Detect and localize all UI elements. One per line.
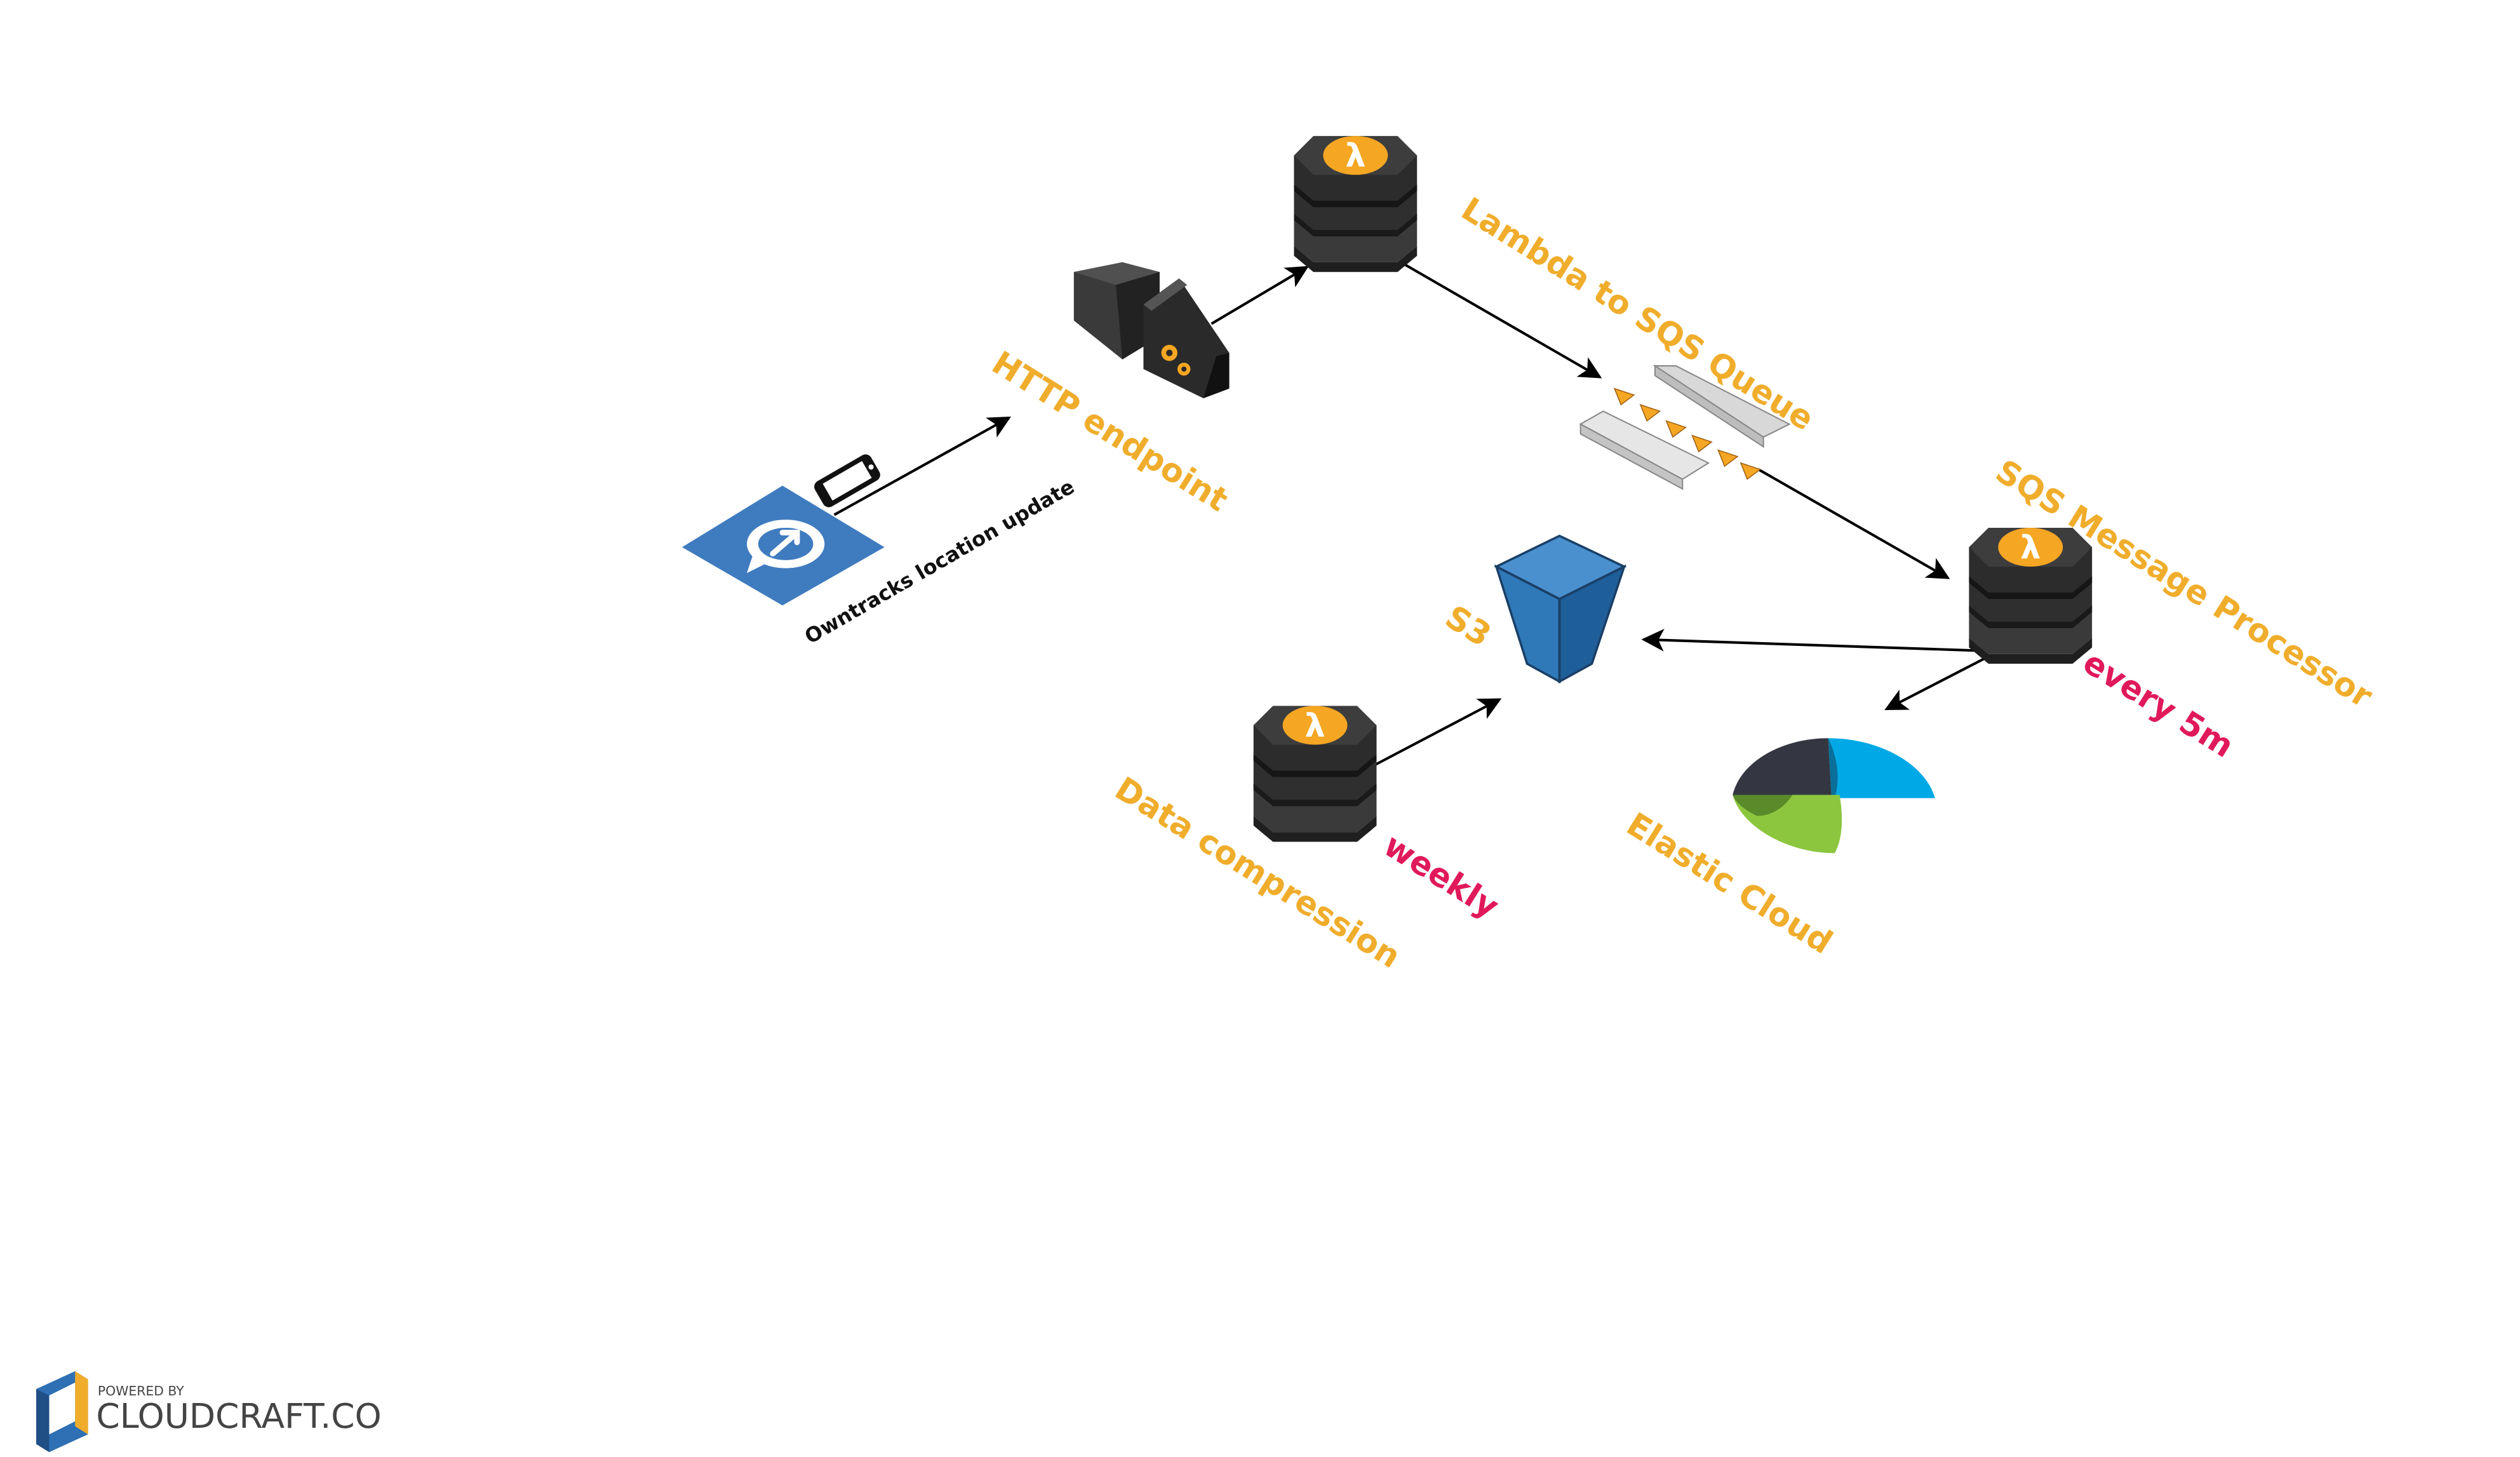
powered-by-text: POWERED BY xyxy=(98,1383,184,1399)
arrow-apigw-to-lambda xyxy=(1210,265,1309,325)
arrow-lambda-to-sqs xyxy=(1400,261,1602,379)
arrow-processor-to-elastic xyxy=(1884,654,1991,711)
lambda-to-sqs-function[interactable]: λ xyxy=(1294,136,1418,272)
arrow-sqs-to-processor xyxy=(1758,468,1950,579)
lambda-to-sqs-label: Lambda to SQS Queue xyxy=(1455,191,1821,438)
every-5m-schedule-label: every 5m xyxy=(2076,644,2240,766)
lambda-symbol: λ xyxy=(2020,529,2041,567)
weekly-schedule-label: weekly xyxy=(1377,827,1505,926)
s3-label: S3 xyxy=(1438,598,1497,654)
data-compression-function[interactable]: λ xyxy=(1253,706,1377,842)
cloudcraft-brand-text: CLOUDCRAFT.CO xyxy=(96,1396,381,1436)
arrow-compression-to-s3 xyxy=(1372,698,1502,767)
connection-arrows xyxy=(833,261,1991,767)
elastic-cloud-logo-icon[interactable] xyxy=(1733,738,1935,854)
smartphone-icon xyxy=(814,454,880,507)
sqs-message-processor-function[interactable]: λ xyxy=(1969,527,2093,664)
arrow-processor-to-s3 xyxy=(1641,629,1984,652)
owntracks-map-pin-icon xyxy=(682,485,885,606)
api-gateway-icon[interactable] xyxy=(1073,262,1230,399)
sqs-queue-icon[interactable] xyxy=(1579,365,1791,490)
owntracks-node[interactable]: Owntracks location update xyxy=(682,452,1078,649)
cloudcraft-logo-icon xyxy=(36,1371,88,1453)
lambda-symbol: λ xyxy=(1305,708,1325,745)
cloudcraft-watermark[interactable]: POWERED BY CLOUDCRAFT.CO xyxy=(36,1371,382,1453)
arrow-owntracks-to-http xyxy=(833,416,1012,516)
lambda-symbol: λ xyxy=(1345,138,1365,175)
gear-icon xyxy=(1161,344,1191,376)
s3-bucket-icon[interactable] xyxy=(1494,534,1627,684)
